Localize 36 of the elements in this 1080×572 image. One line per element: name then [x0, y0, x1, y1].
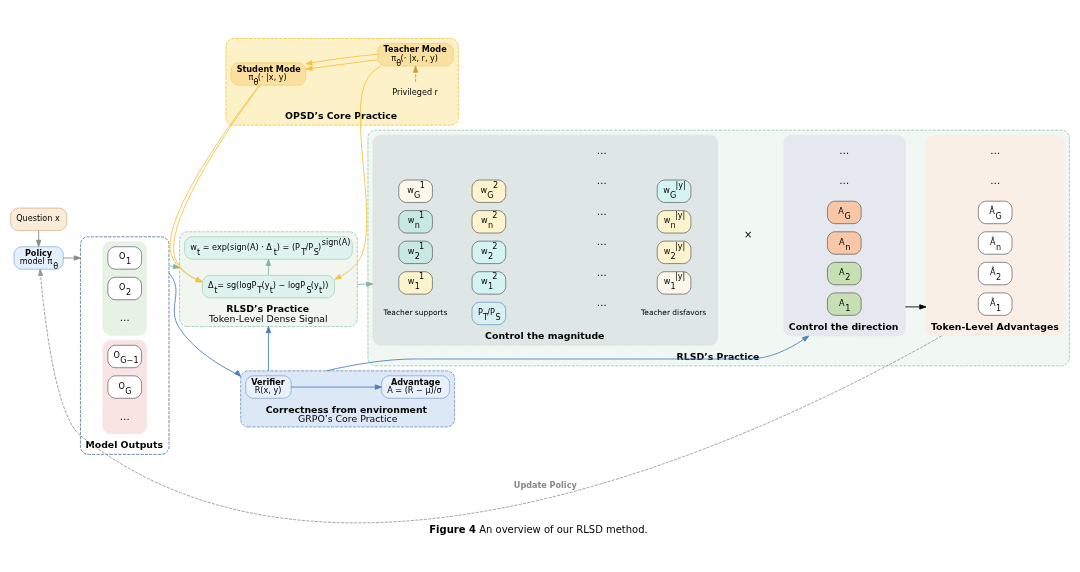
cluster: [102, 240, 147, 336]
label: …: [119, 410, 130, 422]
arrow: [168, 263, 181, 269]
edge-label: Update Policy: [513, 479, 577, 490]
label: …: [596, 235, 607, 247]
label: …: [119, 311, 130, 323]
label: …: [596, 174, 607, 186]
arrow: [168, 272, 242, 377]
label: …: [596, 144, 607, 156]
arrow: [38, 268, 943, 523]
label: …: [839, 174, 850, 186]
node-box: Advantage A = (R − μ)/σ: [381, 375, 450, 399]
label: …: [596, 296, 607, 308]
arrow: [356, 281, 374, 287]
arrow: [265, 325, 272, 371]
node-text: Privileged r: [392, 86, 438, 97]
arrow: [36, 229, 42, 247]
label: …: [990, 144, 1001, 156]
arrow: [325, 335, 810, 371]
cluster: [102, 339, 147, 434]
caption: Figure 4 An overview of our RLSD method.: [429, 523, 648, 535]
node-box: Verifier R(x, y): [245, 375, 292, 399]
label: …: [990, 174, 1001, 186]
arrow: [413, 65, 419, 82]
arrow: [62, 254, 81, 261]
arrow: [290, 383, 382, 390]
arrow: [904, 303, 927, 310]
label: ×: [743, 228, 753, 240]
node-box: Question x: [10, 207, 68, 231]
label: …: [596, 266, 607, 278]
arrow: [334, 65, 382, 280]
arrow: [305, 53, 379, 65]
arrow: [265, 258, 272, 276]
label: …: [839, 144, 850, 156]
label: …: [596, 205, 607, 217]
arrow: [305, 58, 379, 71]
